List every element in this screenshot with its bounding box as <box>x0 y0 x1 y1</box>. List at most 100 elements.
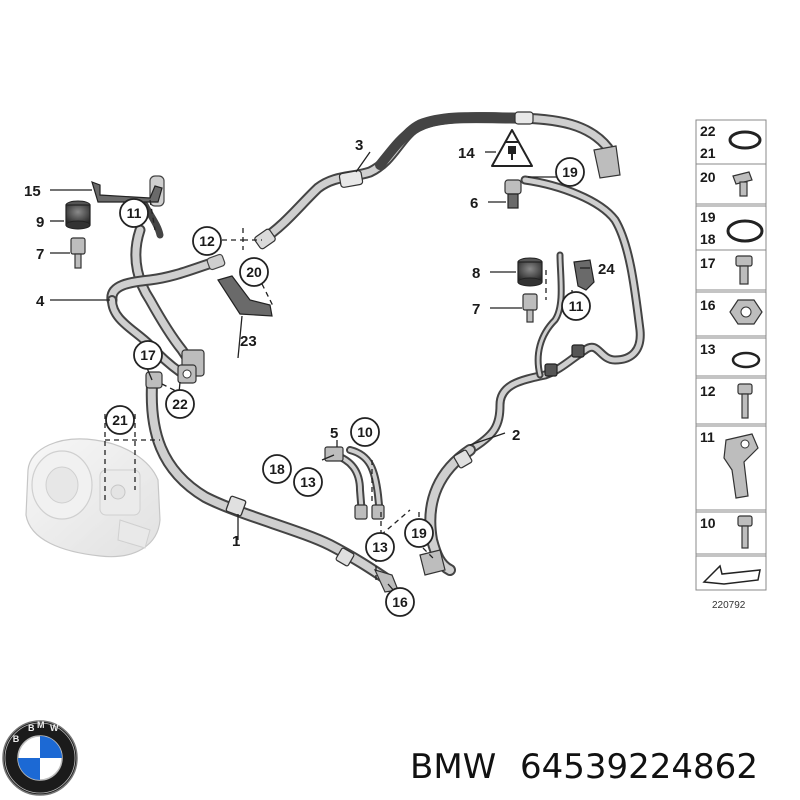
callout-15: 15 <box>24 183 41 200</box>
svg-text:20: 20 <box>700 169 716 185</box>
parts-panel: 22 21 20 19 18 17 <box>695 119 767 611</box>
svg-text:13: 13 <box>300 474 316 490</box>
svg-text:W: W <box>50 723 59 733</box>
callout-13-left: 13 <box>293 467 323 497</box>
pipe-2 <box>419 175 645 576</box>
parts-row-22-21: 22 21 <box>695 119 767 165</box>
compressor <box>25 438 161 558</box>
service-cap-9 <box>65 200 91 230</box>
callout-6: 6 <box>470 195 478 212</box>
pressure-sensor-6 <box>504 179 522 209</box>
pipe-3 <box>254 111 621 250</box>
svg-text:12: 12 <box>199 233 215 249</box>
service-valve-7-right <box>522 293 538 323</box>
svg-text:16: 16 <box>700 297 716 313</box>
svg-text:17: 17 <box>700 255 716 271</box>
screw-icon <box>732 171 753 197</box>
parts-row-13: 13 <box>695 337 767 377</box>
part-number: 64539224862 <box>520 747 758 787</box>
circled-callouts: 11 12 20 17 22 21 19 11 10 18 13 19 13 1… <box>105 157 591 617</box>
callout-2: 2 <box>512 427 520 444</box>
bracket-23 <box>217 275 273 317</box>
callout-22: 22 <box>165 389 195 419</box>
bmw-logo: B B M W <box>2 720 78 796</box>
svg-text:12: 12 <box>700 383 716 399</box>
callout-9: 9 <box>36 214 44 231</box>
o-ring-icon <box>726 219 764 243</box>
callout-8: 8 <box>472 265 480 282</box>
plain-callouts: 15 9 7 4 3 14 6 8 7 24 23 1 2 5 <box>24 137 615 550</box>
svg-text:16: 16 <box>392 594 408 610</box>
svg-text:B: B <box>28 723 35 733</box>
svg-text:21: 21 <box>112 412 128 428</box>
svg-text:13: 13 <box>700 341 716 357</box>
leader-lines <box>50 151 590 593</box>
callout-11-left: 11 <box>119 198 149 228</box>
bolt-icon <box>737 383 753 419</box>
parts-row-17: 17 <box>695 249 767 291</box>
callout-21: 21 <box>105 405 135 435</box>
bolt-icon <box>737 515 753 549</box>
svg-text:11: 11 <box>700 429 715 445</box>
callout-7-right: 7 <box>472 301 480 318</box>
svg-text:13: 13 <box>372 539 388 555</box>
brand-label: BMW <box>410 747 496 787</box>
bracket-icon <box>723 433 759 499</box>
o-ring-icon <box>731 351 761 369</box>
parts-row-16: 16 <box>695 291 767 337</box>
svg-text:18: 18 <box>269 461 285 477</box>
bolt-icon <box>735 255 753 285</box>
callout-23: 23 <box>240 333 257 350</box>
warning-triangle-icon <box>491 129 533 167</box>
parts-row-10: 10 <box>695 511 767 555</box>
svg-text:10: 10 <box>700 515 716 531</box>
callout-1: 1 <box>232 533 240 550</box>
service-cap-8 <box>517 257 543 287</box>
parts-row-12: 12 <box>695 377 767 425</box>
svg-text:19: 19 <box>562 164 578 180</box>
arrow-icon <box>702 564 761 585</box>
svg-text:19: 19 <box>700 209 716 225</box>
callout-5: 5 <box>330 425 338 442</box>
svg-text:18: 18 <box>700 231 716 247</box>
callout-11-right: 11 <box>561 291 591 321</box>
parts-row-11: 11 <box>695 425 767 511</box>
svg-text:11: 11 <box>569 298 584 314</box>
callout-4: 4 <box>36 293 45 310</box>
callout-16: 16 <box>385 587 415 617</box>
svg-text:20: 20 <box>246 264 262 280</box>
direction-arrow-box <box>695 555 767 591</box>
parts-row-19-18: 19 18 <box>695 205 767 251</box>
svg-text:22: 22 <box>700 123 716 139</box>
svg-text:M: M <box>37 720 45 730</box>
callout-14: 14 <box>458 145 475 162</box>
callout-17: 17 <box>133 340 163 370</box>
service-valve-7-left <box>70 237 86 269</box>
bracket-15 <box>91 181 163 203</box>
o-ring-icon <box>728 130 762 150</box>
svg-text:11: 11 <box>127 205 142 221</box>
parts-row-20: 20 <box>695 163 767 205</box>
callout-19-bottom: 19 <box>404 518 434 548</box>
svg-text:10: 10 <box>357 424 373 440</box>
svg-text:21: 21 <box>700 145 716 161</box>
callout-10: 10 <box>350 417 380 447</box>
callout-12: 12 <box>192 226 222 256</box>
svg-text:19: 19 <box>411 525 427 541</box>
callout-13-bottom: 13 <box>365 532 395 562</box>
pipe-5-block <box>324 446 385 520</box>
bracket-24 <box>573 259 595 291</box>
fitting-17-22 <box>177 364 197 384</box>
callout-24: 24 <box>598 261 615 278</box>
svg-text:B: B <box>13 734 24 744</box>
svg-text:22: 22 <box>172 396 188 412</box>
diagram-reference-number: 220792 <box>712 600 746 611</box>
callout-3: 3 <box>355 137 363 154</box>
callout-7-left: 7 <box>36 246 44 263</box>
callout-18: 18 <box>262 454 292 484</box>
hex-nut-icon <box>729 299 763 325</box>
callout-20: 20 <box>239 257 269 287</box>
callout-19-top: 19 <box>555 157 585 187</box>
svg-text:17: 17 <box>140 347 156 363</box>
